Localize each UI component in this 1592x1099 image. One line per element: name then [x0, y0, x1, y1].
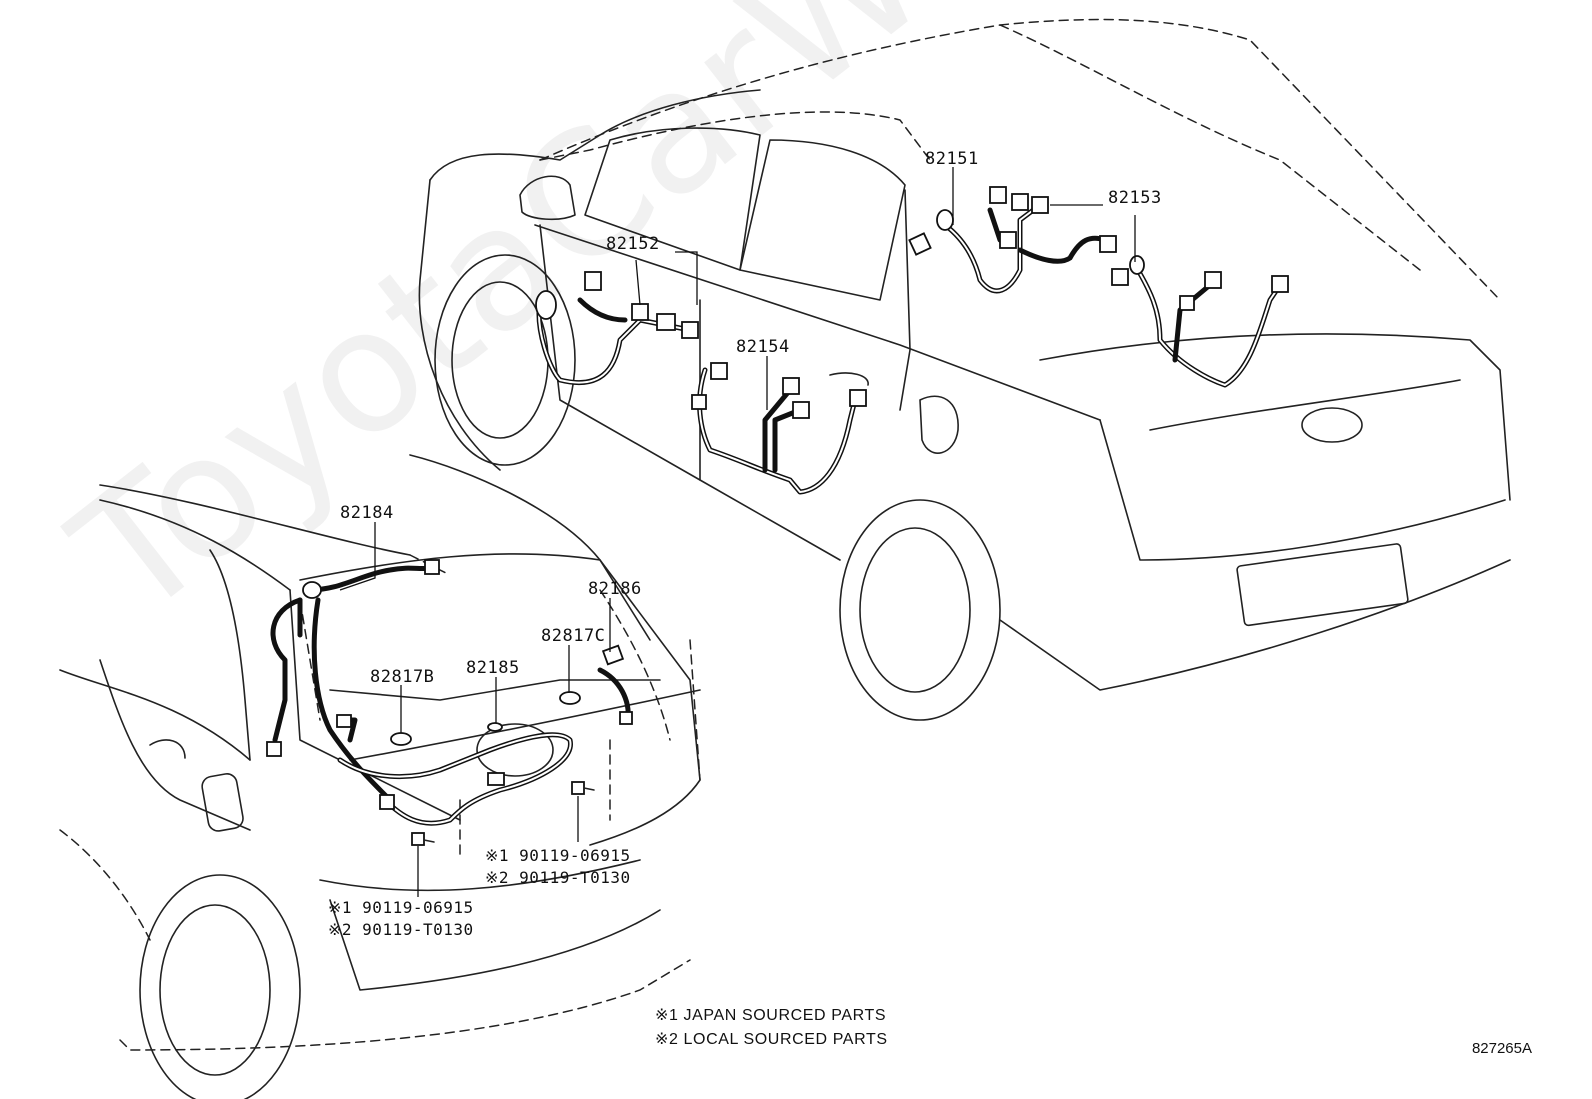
bolt-label-right-local: ※2 90119-T0130 — [485, 868, 631, 887]
harness-82186 — [336, 644, 633, 826]
bolt-label-right-japan: ※1 90119-06915 — [485, 846, 631, 865]
hatchback-body — [59, 454, 701, 1099]
note-local-sourced: ※2 LOCAL SOURCED PARTS — [655, 1031, 888, 1048]
harness-82152 — [535, 271, 699, 386]
note-japan-sourced: ※1 JAPAN SOURCED PARTS — [655, 1007, 887, 1024]
bolts — [411, 781, 595, 846]
harness-82153 — [1111, 255, 1289, 388]
harness-82184 — [266, 559, 440, 803]
label-82186: 82186 — [588, 579, 642, 599]
label-82817b: 82817B — [370, 667, 435, 687]
label-82184: 82184 — [340, 503, 394, 523]
bolt-label-left-local: ※2 90119-T0130 — [328, 920, 474, 939]
label-82151: 82151 — [925, 149, 979, 169]
diagram-id: 827265A — [1471, 1040, 1532, 1057]
label-82153: 82153 — [1108, 188, 1162, 208]
label-82152: 82152 — [606, 234, 660, 254]
bolt-label-left-japan: ※1 90119-06915 — [328, 898, 474, 917]
label-82154: 82154 — [736, 337, 790, 357]
label-82817c: 82817C — [541, 626, 606, 646]
harness-82154 — [691, 362, 867, 495]
grommets — [390, 691, 581, 746]
leader-lines — [339, 167, 1136, 897]
label-82185: 82185 — [466, 658, 520, 678]
harness-82151 — [908, 186, 1117, 294]
sedan-body — [418, 18, 1511, 721]
